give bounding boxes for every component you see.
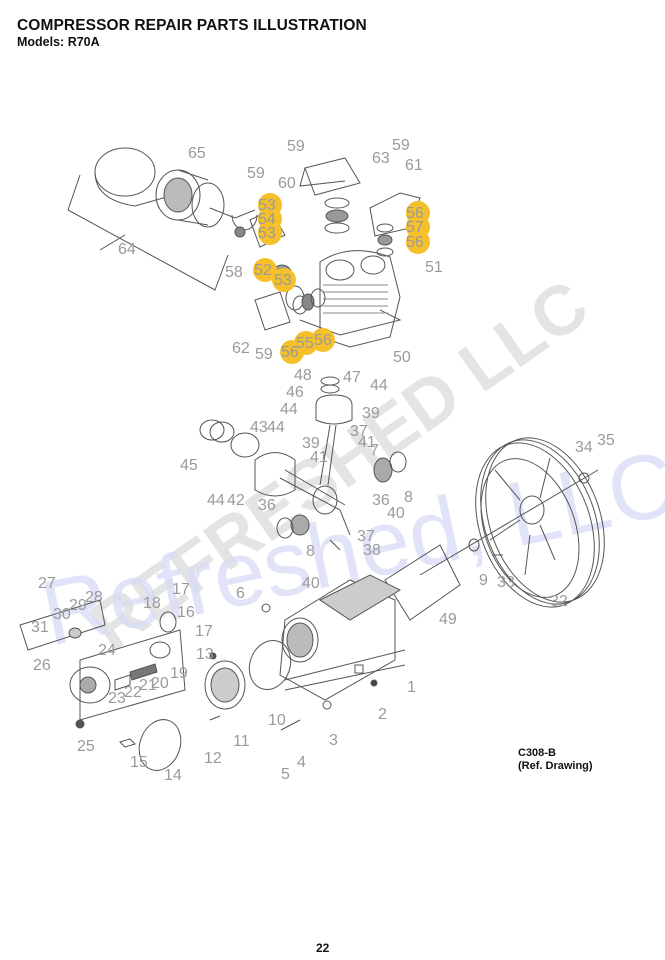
callout-35: 35 [597, 432, 615, 449]
callout-13: 13 [196, 646, 214, 663]
callout-53: 53 [258, 225, 276, 242]
callout-63: 63 [372, 150, 390, 167]
callout-4: 4 [297, 754, 306, 771]
callout-10: 10 [268, 712, 286, 729]
callout-39: 39 [302, 435, 320, 452]
drawing-code: C308-B [518, 747, 556, 759]
callout-23: 23 [108, 690, 126, 707]
callout-37: 37 [357, 528, 375, 545]
callout-38: 38 [363, 542, 381, 559]
callout-36: 36 [258, 497, 276, 514]
callout-5: 5 [281, 766, 290, 783]
callout-26: 26 [33, 657, 51, 674]
callout-1: 1 [407, 679, 416, 696]
callout-43: 43 [250, 419, 268, 436]
flywheel-pulley [419, 437, 605, 608]
callout-62: 62 [232, 340, 250, 357]
callout-34: 34 [575, 439, 593, 456]
callout-64: 64 [118, 241, 136, 258]
callout-31: 31 [31, 619, 49, 636]
callout-9: 9 [479, 572, 488, 589]
callout-44: 44 [267, 419, 285, 436]
drawing-note: (Ref. Drawing) [518, 760, 593, 772]
callout-44: 44 [207, 492, 225, 509]
highlight-markers [253, 193, 430, 364]
callout-19: 19 [170, 665, 188, 682]
callout-11: 11 [233, 733, 250, 750]
callout-56: 56 [406, 205, 424, 222]
callout-25: 25 [77, 738, 95, 755]
callout-8: 8 [404, 489, 413, 506]
callout-56: 56 [406, 234, 424, 251]
callout-8: 8 [306, 543, 315, 560]
callout-59: 59 [255, 346, 273, 363]
callout-59: 59 [392, 137, 410, 154]
callout-42: 42 [227, 492, 245, 509]
callout-46: 46 [286, 384, 304, 401]
callout-57: 57 [406, 219, 424, 236]
callout-61: 61 [405, 157, 423, 174]
callout-40: 40 [302, 575, 320, 592]
callout-55: 55 [296, 335, 314, 352]
callout-2: 2 [378, 706, 387, 723]
callout-12: 12 [204, 750, 222, 767]
callout-41: 41 [310, 449, 328, 466]
callout-47: 47 [343, 369, 361, 386]
callout-28: 28 [85, 589, 103, 606]
callout-50: 50 [393, 349, 411, 366]
callout-39: 39 [362, 405, 380, 422]
callout-49: 49 [439, 611, 457, 628]
callout-58: 58 [225, 264, 243, 281]
callout-59: 59 [287, 138, 305, 155]
callout-6: 6 [236, 585, 245, 602]
callout-44: 44 [280, 401, 298, 418]
callout-17: 17 [172, 581, 190, 598]
callout-18: 18 [143, 595, 161, 612]
callout-30: 30 [53, 606, 71, 623]
callout-60: 60 [278, 175, 296, 192]
callout-21: 21 [139, 677, 157, 694]
callout-16: 16 [177, 604, 195, 621]
callout-53: 53 [274, 272, 292, 289]
callout-33: 33 [497, 574, 515, 591]
callout-44: 44 [370, 377, 388, 394]
callout-41: 41 [358, 434, 376, 451]
callout-56: 56 [281, 344, 299, 361]
callout-27: 27 [38, 575, 56, 592]
callout-40: 40 [387, 505, 405, 522]
callout-14: 14 [164, 767, 182, 784]
callout-65: 65 [188, 145, 206, 162]
callout-56: 56 [314, 332, 332, 349]
callout-53: 53 [258, 197, 276, 214]
callout-15: 15 [130, 754, 148, 771]
page-number: 22 [316, 941, 330, 955]
callout-3: 3 [329, 732, 338, 749]
line-art [19, 147, 605, 771]
cylinder-block [299, 250, 402, 348]
callout-24: 24 [98, 642, 116, 659]
page-title: COMPRESSOR REPAIR PARTS ILLUSTRATION [17, 17, 367, 34]
callout-29: 29 [69, 597, 87, 614]
callout-32: 32 [550, 593, 568, 610]
callout-22: 22 [124, 684, 142, 701]
callout-59: 59 [247, 165, 265, 182]
crankcase [279, 574, 406, 701]
air-filter-assembly [67, 147, 258, 291]
callout-52: 52 [254, 262, 272, 279]
callout-51: 51 [425, 259, 443, 276]
callout-45: 45 [180, 457, 198, 474]
drawing-reference: C308-B (Ref. Drawing) [518, 747, 593, 773]
models-label: Models: R70A [17, 35, 100, 49]
callout-17: 17 [195, 623, 213, 640]
callout-54: 54 [258, 211, 276, 228]
callout-20: 20 [151, 675, 169, 692]
callout-36: 36 [372, 492, 390, 509]
callout-48: 48 [294, 367, 312, 384]
callout-37: 37 [350, 423, 368, 440]
callout-7: 7 [370, 442, 379, 459]
